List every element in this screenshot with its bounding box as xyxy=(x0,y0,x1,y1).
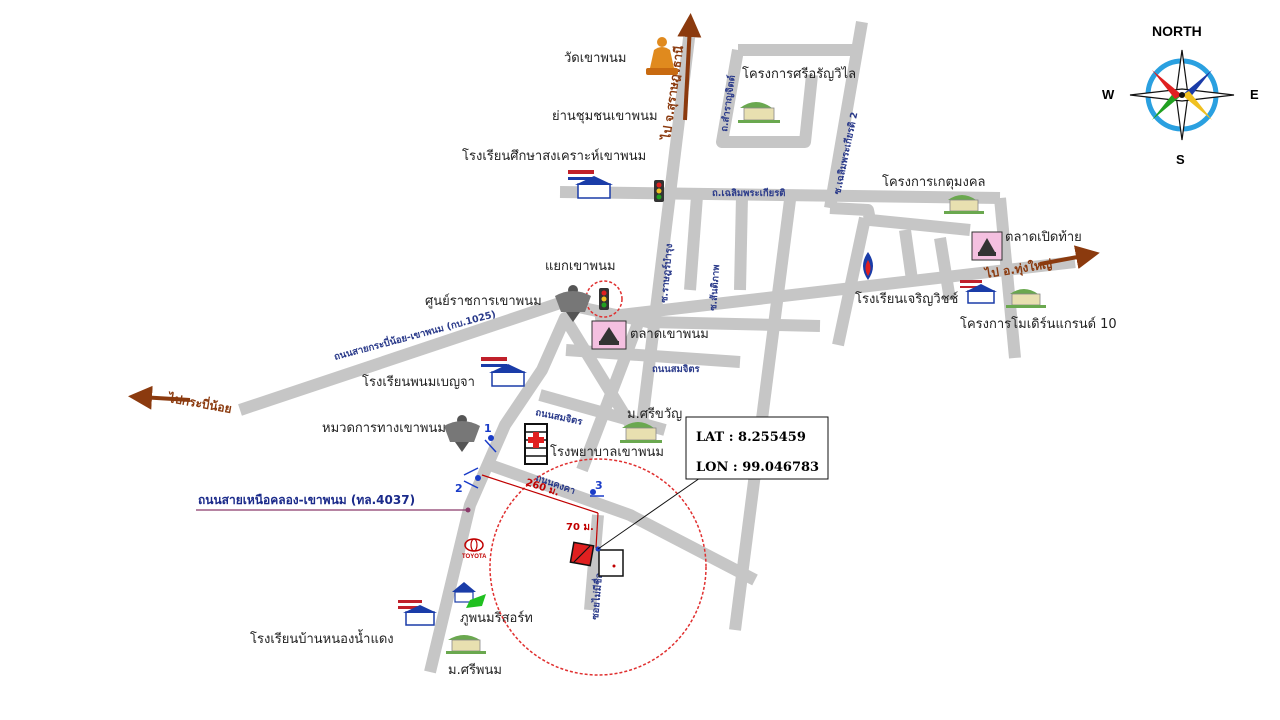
label-school-charoen: โรงเรียนเจริญวิชช์ xyxy=(855,291,958,307)
access-point-2: 2 xyxy=(455,467,481,495)
access-point-3: 3 xyxy=(590,479,604,497)
label-project-modern: โครงการโมเดิร์นแกรนด์ 10 xyxy=(960,316,1117,332)
school-icon xyxy=(568,170,613,199)
road-east-spur-2 xyxy=(934,237,956,301)
school-icon xyxy=(398,600,437,626)
compass-east: E xyxy=(1250,87,1259,102)
resort-icon xyxy=(452,582,486,608)
toyota-logo-icon: TOYOTA xyxy=(462,538,487,560)
label-school-phanom: โรงเรียนพนมเบญจา xyxy=(362,374,475,390)
road-name-chalerm: ถ.เฉลิมพระเกียรติ xyxy=(712,187,785,199)
compass-south: S xyxy=(1176,152,1185,167)
road-name-ratbamrung: ซ.ราษฎร์บำรุง xyxy=(658,243,675,304)
distance-line-70 xyxy=(595,512,599,549)
label-school-suksa: โรงเรียนศึกษาสงเคราะห์เขาพนม xyxy=(462,148,646,164)
label-intersection: แยกเขาพนม xyxy=(545,259,616,274)
label-school-nong-nam-daeng: โรงเรียนบ้านหนองน้ำแดง xyxy=(250,629,394,647)
compass-north: NORTH xyxy=(1152,23,1202,39)
road-name-somjit-1: ถนนสมจิตร xyxy=(652,364,701,375)
housing-project-icon xyxy=(620,422,662,443)
label-government-center: ศูนย์ราชการเขาพนม xyxy=(425,293,542,309)
label-wat-khao-phanom: วัดเขาพนม xyxy=(564,51,626,66)
label-phu-phanom-resort: ภูพนมรีสอร์ท xyxy=(460,610,533,626)
longitude-text: LON : 99.046783 xyxy=(696,460,819,475)
road-east-vertical xyxy=(994,197,1021,359)
housing-project-icon xyxy=(738,102,780,123)
access-number-3: 3 xyxy=(595,479,603,492)
road-soi-santiphap xyxy=(734,195,748,291)
road-east-diagonal xyxy=(832,216,871,347)
road-siri-loop xyxy=(716,48,818,148)
compass-west: W xyxy=(1102,87,1115,102)
arrow-east-icon xyxy=(1039,245,1100,270)
distance-label-70: 70 ม. xyxy=(566,522,594,533)
label-chumchon: ย่านชุมชนเขาพนม xyxy=(552,109,658,124)
direction-arrows xyxy=(128,13,1100,410)
label-highway-district: หมวดการทางเขาพนม xyxy=(322,421,446,436)
compass-rose-icon: NORTH S E W xyxy=(1102,23,1259,167)
coordinates-pointer xyxy=(597,477,701,550)
label-project-ket: โครงการเกตุมงคล xyxy=(882,174,986,190)
hospital-icon xyxy=(524,423,548,465)
market-icon xyxy=(971,231,1003,261)
road-somjit xyxy=(565,344,741,368)
road-name-santiphap: ซ.สันติภาพ xyxy=(708,264,722,311)
road-krabi-noi xyxy=(238,297,821,416)
buddha-icon xyxy=(646,37,678,75)
housing-project-icon xyxy=(944,195,984,214)
road-highway-4037 xyxy=(424,312,646,674)
road-network xyxy=(238,20,1076,674)
label-project-siri: โครงการศรีอรัญวิไล xyxy=(742,66,856,82)
road-to-thung-yai xyxy=(594,256,1076,324)
road-kongka xyxy=(487,459,758,586)
label-m-sri-chawan: ม.ศรีขวัญ xyxy=(627,406,682,422)
highway-label-dot xyxy=(465,507,471,513)
road-name-samrat: ถ.สำราญจิตต์ xyxy=(718,74,738,132)
school-icon xyxy=(481,357,527,387)
label-hospital: โรงพยาบาลเขาพนม xyxy=(550,444,664,460)
traffic-light-icon xyxy=(654,180,664,202)
access-number-2: 2 xyxy=(455,482,463,495)
toyota-brand-text: TOYOTA xyxy=(462,554,487,560)
road-chalerm xyxy=(559,186,1001,204)
label-m-sri-phanom: ม.ศรีพนม xyxy=(448,662,502,678)
dir-to-krabi-noi: ไปกระบี่น้อย xyxy=(166,389,234,416)
arrow-west-icon xyxy=(128,385,191,410)
garuda-emblem-icon xyxy=(555,285,591,322)
access-number-1: 1 xyxy=(484,422,492,435)
road-chalerm-east xyxy=(829,202,971,236)
housing-project-icon xyxy=(1006,289,1046,308)
school-icon xyxy=(960,280,997,304)
coordinates-box: LAT : 8.255459 LON : 99.046783 xyxy=(685,416,829,480)
arrow-north-icon xyxy=(677,13,702,121)
ptt-gas-station-icon xyxy=(863,252,873,280)
market-icon xyxy=(591,320,627,350)
label-talad-perd-tai: ตลาดเปิดท้าย xyxy=(1005,230,1082,245)
garuda-emblem-icon xyxy=(444,415,480,452)
distance-line-260 xyxy=(481,474,599,514)
label-talad-khao-phanom: ตลาดเขาพนม xyxy=(630,327,709,342)
housing-project-icon xyxy=(446,635,486,654)
road-east-spur-1 xyxy=(899,229,918,281)
road-to-surat xyxy=(634,29,696,441)
access-point-1: 1 xyxy=(484,422,497,453)
highway-4037-label: ถนนสายเหนือคลอง-เขาพนม (ทล.4037) xyxy=(198,493,415,507)
road-kongka-vertical xyxy=(729,199,796,631)
road-soi-ratbamrung xyxy=(684,195,703,291)
latitude-text: LAT : 8.255459 xyxy=(696,430,806,445)
radius-circle xyxy=(489,458,707,676)
place-labels: วัดเขาพนม ย่านชุมชนเขาพนม โรงเรียนศึกษาส… xyxy=(250,51,1117,678)
